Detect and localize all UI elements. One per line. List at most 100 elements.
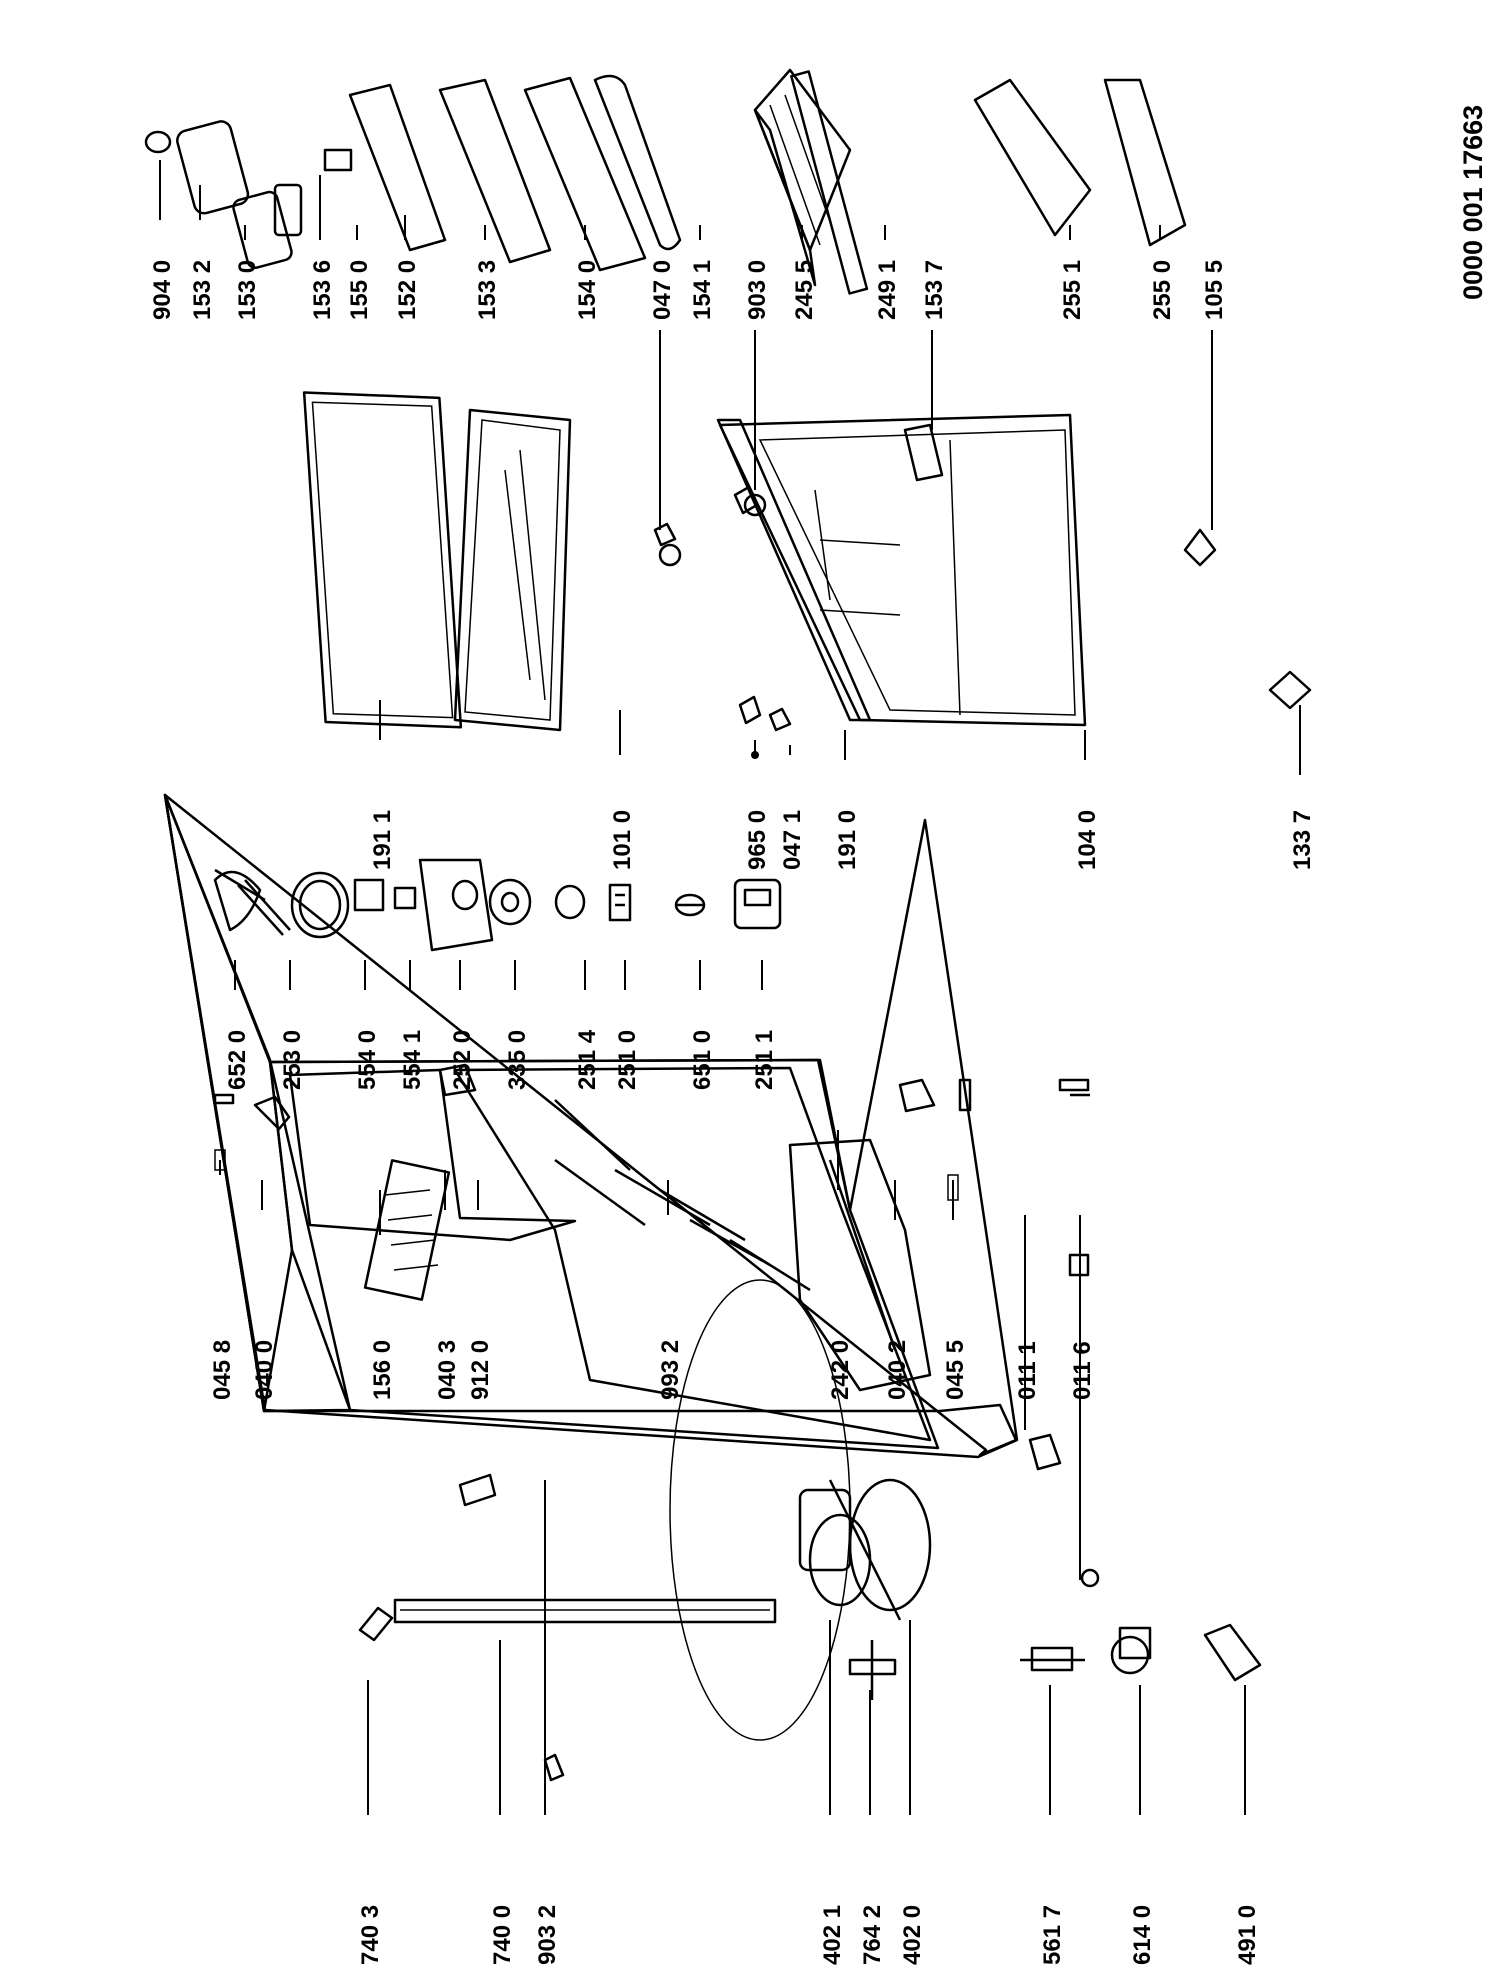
callout-652-0: 652 0 — [224, 960, 251, 1090]
svg-text:045 8: 045 8 — [209, 1340, 236, 1400]
svg-text:152 0: 152 0 — [394, 260, 421, 320]
callout-242-0: 242 0 — [827, 1130, 854, 1400]
motor-protector-icon — [1203, 1623, 1262, 1682]
callout-251-0: 251 0 — [614, 960, 641, 1090]
svg-text:045 5: 045 5 — [942, 1340, 969, 1400]
cover-plate-icon — [658, 423, 944, 567]
callout-155-0: 155 0 — [346, 225, 373, 320]
leveling-foot-icon — [1058, 1078, 1090, 1097]
freezer-door-gasket-icon — [302, 391, 463, 729]
svg-text:245 5: 245 5 — [791, 260, 818, 320]
callout-153-6: 153 6 — [309, 175, 336, 320]
svg-text:740 0: 740 0 — [489, 1905, 516, 1965]
svg-text:101 0: 101 0 — [609, 810, 636, 870]
callout-335-0: 335 0 — [504, 960, 531, 1090]
controls-cluster — [213, 858, 782, 952]
svg-text:133 7: 133 7 — [1289, 810, 1316, 870]
callout-101-0: 101 0 — [609, 710, 636, 870]
svg-text:104 0: 104 0 — [1074, 810, 1101, 870]
svg-text:154 1: 154 1 — [689, 260, 716, 320]
callout-255-1: 255 1 — [1059, 225, 1086, 320]
callout-156-0: 156 0 — [369, 1190, 396, 1400]
shelf-trim-icon — [790, 70, 869, 295]
callout-561-7: 561 7 — [1039, 1685, 1066, 1965]
svg-text:153 0: 153 0 — [234, 260, 261, 320]
callout-903-0: 903 0 — [744, 260, 771, 490]
callout-245-5: 245 5 — [791, 225, 818, 320]
callout-154-0: 154 0 — [574, 225, 601, 320]
svg-text:040 0: 040 0 — [251, 1340, 278, 1400]
callout-965-0: 965 0 — [744, 740, 771, 870]
door-bin-icon — [348, 76, 647, 272]
svg-text:191 1: 191 1 — [369, 810, 396, 870]
callout-040-0: 040 0 — [251, 1180, 278, 1400]
control-housing-icon — [418, 858, 494, 952]
svg-text:242 0: 242 0 — [827, 1340, 854, 1400]
callout-740-3: 740 3 — [357, 1680, 384, 1965]
callout-491-0: 491 0 — [1234, 1685, 1261, 1965]
svg-text:040 3: 040 3 — [434, 1340, 461, 1400]
bottle-rail-icon — [593, 74, 682, 251]
callout-554-0: 554 0 — [354, 960, 381, 1090]
door-bins-column — [144, 74, 682, 272]
callout-045-5: 045 5 — [942, 1174, 969, 1400]
switch-box-icon — [733, 878, 782, 930]
svg-text:153 3: 153 3 — [474, 260, 501, 320]
svg-text:154 0: 154 0 — [574, 260, 601, 320]
svg-text:335 0: 335 0 — [504, 1030, 531, 1090]
callout-912-0: 912 0 — [467, 1180, 494, 1400]
svg-text:040 2: 040 2 — [884, 1340, 911, 1400]
callout-152-0: 152 0 — [394, 215, 421, 320]
svg-text:153 6: 153 6 — [309, 260, 336, 320]
svg-text:255 0: 255 0 — [1149, 260, 1176, 320]
svg-text:105 5: 105 5 — [1201, 260, 1228, 320]
wiring-harness-icon — [213, 868, 266, 932]
callout-labels: 904 0 153 2 153 0 153 6 155 0 152 0 153 … — [149, 160, 1316, 1965]
svg-text:153 7: 153 7 — [921, 260, 948, 320]
svg-text:912 0: 912 0 — [467, 1340, 494, 1400]
svg-text:047 1: 047 1 — [779, 810, 806, 870]
callout-252-0: 252 0 — [449, 960, 476, 1090]
lamp-socket-icon — [290, 871, 350, 939]
svg-text:402 0: 402 0 — [899, 1905, 926, 1965]
shelves-column — [658, 68, 1187, 567]
svg-text:402 1: 402 1 — [819, 1905, 846, 1965]
button-icon — [144, 130, 172, 154]
freezer-door-icon — [453, 408, 572, 732]
callout-251-4: 251 4 — [574, 960, 601, 1090]
thermistor-icon — [1020, 1646, 1085, 1672]
glass-shelf-icon — [973, 78, 1187, 247]
svg-text:561 7: 561 7 — [1039, 1905, 1066, 1965]
svg-text:554 0: 554 0 — [354, 1030, 381, 1090]
callout-614-0: 614 0 — [1129, 1685, 1156, 1965]
callout-105-5: 105 5 — [1201, 260, 1228, 530]
callout-040-3: 040 3 — [434, 1170, 461, 1400]
svg-text:191 0: 191 0 — [834, 810, 861, 870]
callout-191-0: 191 0 — [834, 730, 861, 870]
callout-191-1: 191 1 — [369, 700, 396, 870]
svg-text:047 0: 047 0 — [649, 260, 676, 320]
door-stop-icon — [653, 485, 792, 732]
svg-text:651 0: 651 0 — [689, 1030, 716, 1090]
svg-text:652 0: 652 0 — [224, 1030, 251, 1090]
callout-045-8: 045 8 — [209, 1149, 236, 1400]
callout-133-7: 133 7 — [1289, 705, 1316, 870]
callout-040-2: 040 2 — [884, 1180, 911, 1400]
callout-253-0: 253 0 — [279, 960, 306, 1090]
document-number: 0000 001 17663 — [1458, 105, 1488, 300]
wire-shelf-icon — [753, 68, 852, 287]
door-foot-icon — [1183, 528, 1312, 710]
svg-text:965 0: 965 0 — [744, 810, 771, 870]
lamp-icon — [554, 884, 586, 920]
hinge-icon — [213, 1063, 1100, 1782]
callout-903-2: 903 2 — [534, 1480, 561, 1965]
callout-104-0: 104 0 — [1074, 730, 1101, 870]
svg-text:903 0: 903 0 — [744, 260, 771, 320]
svg-text:156 0: 156 0 — [369, 1340, 396, 1400]
svg-text:764 2: 764 2 — [859, 1905, 886, 1965]
lamp-cover-icon — [353, 878, 417, 912]
svg-text:491 0: 491 0 — [1234, 1905, 1261, 1965]
callout-402-1: 402 1 — [819, 1620, 846, 1965]
svg-text:251 4: 251 4 — [574, 1029, 601, 1090]
